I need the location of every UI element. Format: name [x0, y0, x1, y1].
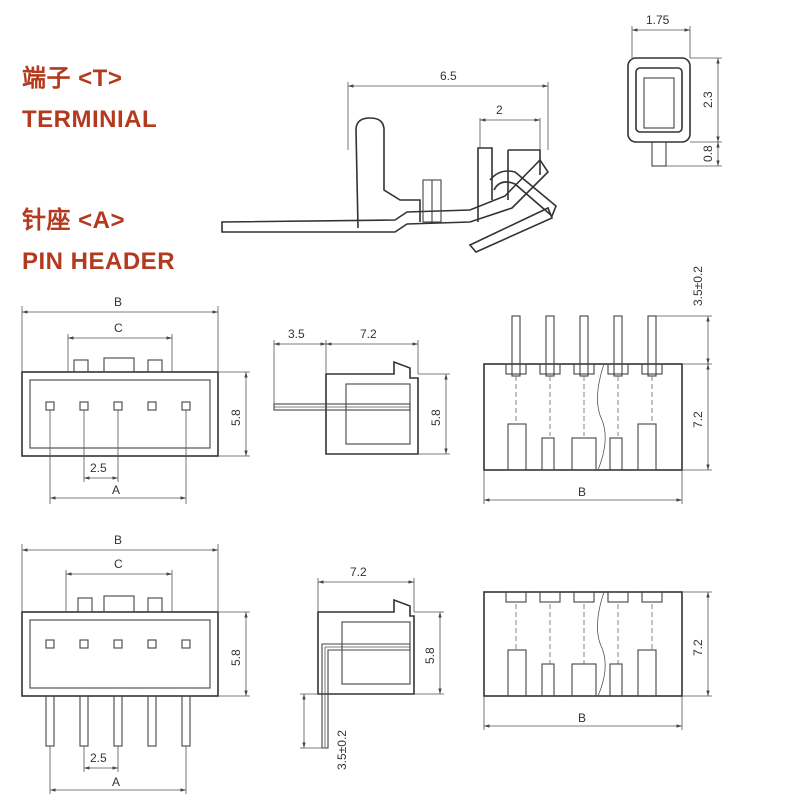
dim-straight-height: 5.8: [229, 409, 243, 426]
dim-right-rear-b: B: [578, 711, 586, 725]
dim-terminal-width: 1.75: [646, 13, 670, 27]
dim-right-side-height: 5.8: [423, 647, 437, 664]
dim-straight-a: A: [112, 483, 120, 497]
dim-straight-pitch: 2.5: [90, 461, 107, 475]
terminal-title-cn: 端子 <T>: [22, 65, 123, 92]
dim-straight-c: C: [114, 321, 123, 335]
dim-right-depth: 7.2: [350, 565, 367, 579]
dim-straight-depth: 7.2: [360, 327, 377, 341]
dim-right-b: B: [114, 533, 122, 547]
terminal-title-en: TERMINIAL: [22, 106, 158, 133]
dim-straight-b: B: [114, 295, 122, 309]
right-angle-header-rear-view: 7.2 B: [483, 591, 712, 730]
pin-header-title-cn: 针座 <A>: [22, 207, 126, 234]
dim-terminal-length: 6.5: [440, 69, 457, 83]
terminal-front-view: 1.75 2.3 0.8: [627, 13, 722, 167]
dim-right-height: 5.8: [229, 649, 243, 666]
dim-terminal-crimp: 2: [496, 103, 503, 117]
straight-header-rear-view: 3.5±0.2 7.2 B: [483, 266, 712, 504]
straight-header-side-view: 3.5 7.2 5.8: [273, 327, 450, 455]
straight-header-front-view: B C 5.8 2.5 A: [21, 295, 250, 504]
dim-straight-rear-height: 7.2: [691, 411, 705, 428]
dim-straight-protrusion: 3.5: [288, 327, 305, 341]
right-angle-header-front-view: B C 5.8 2.5 A: [21, 533, 250, 794]
pin-header-title-en: PIN HEADER: [22, 248, 176, 275]
dim-straight-rear-b: B: [578, 485, 586, 499]
right-angle-header-side-view: 7.2 5.8 3.5±0.2: [300, 565, 444, 770]
dim-right-pitch: 2.5: [90, 751, 107, 765]
dim-right-rear-height: 7.2: [691, 639, 705, 656]
dim-terminal-height: 2.3: [701, 91, 715, 108]
dim-terminal-tail: 0.8: [701, 145, 715, 162]
terminal-side-view: 6.5 2: [221, 69, 557, 253]
dim-right-a: A: [112, 775, 120, 789]
dim-right-c: C: [114, 557, 123, 571]
dim-straight-side-height: 5.8: [429, 409, 443, 426]
dim-right-pin-length: 3.5±0.2: [335, 730, 349, 770]
dim-straight-pin-length: 3.5±0.2: [691, 266, 705, 306]
